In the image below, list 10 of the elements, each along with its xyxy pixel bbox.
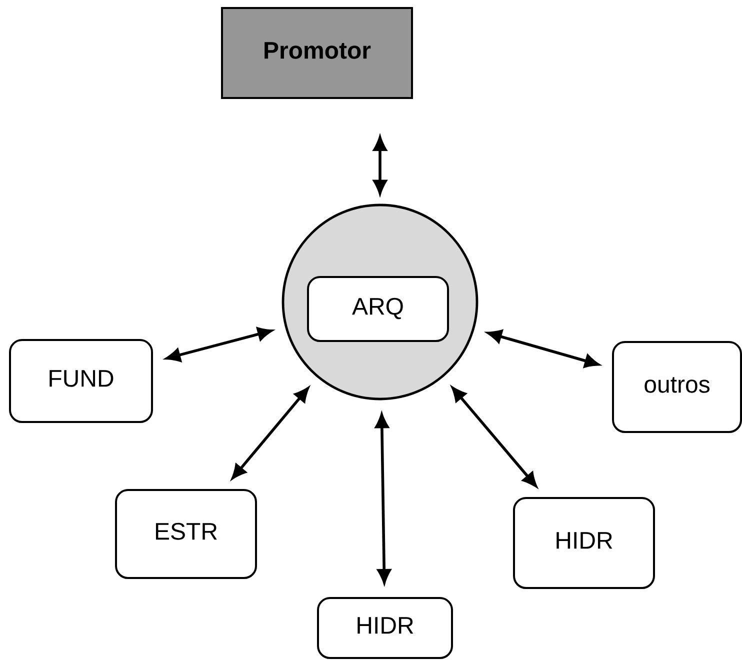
process-box: ESTR: [115, 489, 257, 579]
process-box: HIDR: [513, 497, 655, 589]
process-box: FUND: [9, 339, 153, 423]
process-box: Promotor: [221, 7, 413, 99]
arrow: [232, 387, 309, 479]
process-box: HIDR: [317, 597, 453, 659]
process-box: ARQ: [307, 276, 450, 342]
process-box: outros: [612, 341, 742, 433]
arrow: [487, 330, 600, 368]
arrow: [452, 386, 537, 488]
